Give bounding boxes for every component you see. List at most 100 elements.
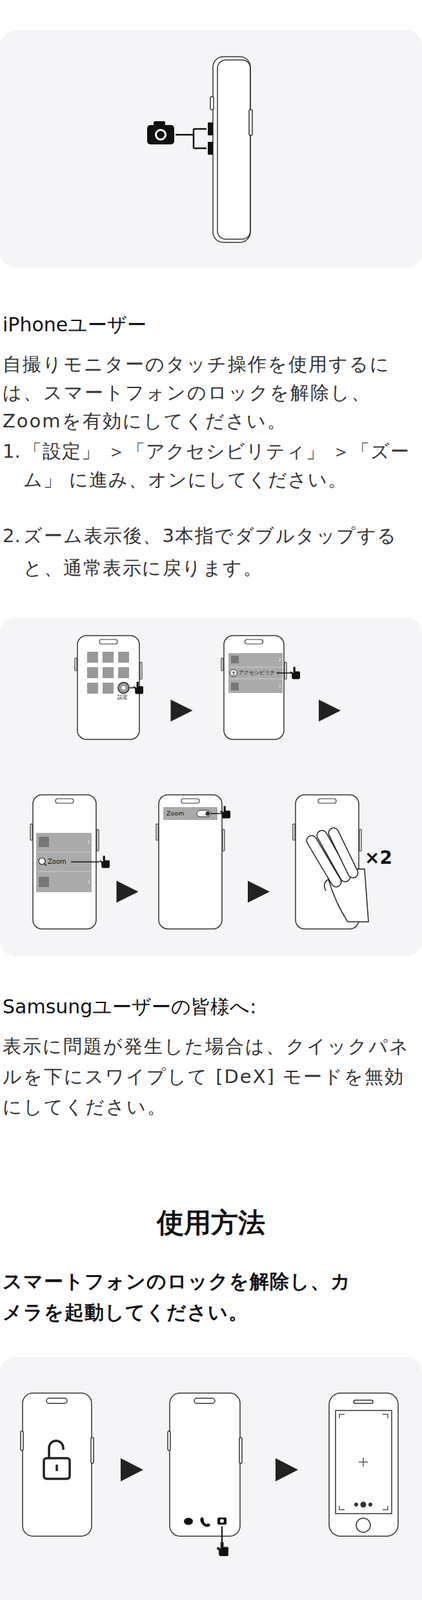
- phone-outline-part: [231, 683, 239, 692]
- step-arrow: [170, 700, 193, 723]
- camera-icon-part: [156, 130, 165, 139]
- unlock-phone-part: [90, 1438, 94, 1465]
- side-button-phone-part: [207, 141, 213, 155]
- phone-outline-part: [102, 667, 114, 679]
- dock-phone-part: [169, 1394, 241, 1538]
- side-button-phone-part: [212, 56, 251, 243]
- camera-phone-part: [358, 1458, 368, 1468]
- camera-phone-part: [339, 1415, 388, 1512]
- screen-label: Zoom: [166, 811, 184, 818]
- phone-outline: [76, 635, 141, 741]
- phone-outline-part: [30, 824, 33, 841]
- screen-label: ×2: [364, 849, 393, 870]
- phone-outline-part: [278, 658, 281, 663]
- phone-outline-part: [278, 685, 281, 690]
- phone-outline-part: [156, 824, 159, 841]
- phone-outline-part: [44, 864, 48, 868]
- phone-outline-part: [99, 856, 110, 869]
- zoom-menu-phone: Zoom: [32, 794, 97, 931]
- panels-part: [0, 1358, 422, 1600]
- phone-outline-part: [87, 652, 99, 664]
- dock-phone: [167, 1394, 242, 1558]
- step-arrow: [116, 881, 139, 904]
- phone-outline-part: [359, 830, 362, 853]
- panels: [0, 30, 422, 1600]
- phone-outline-part: [158, 795, 222, 930]
- unlock-phone-part: [20, 1432, 24, 1452]
- side-button-phone-part: [207, 122, 213, 136]
- zoom-toggle-phone: Zoom: [158, 794, 223, 931]
- unlock-phone: [20, 1394, 94, 1538]
- panels-part: [0, 30, 422, 268]
- phone-outline-part: [87, 683, 99, 695]
- phone-outline-part: [230, 670, 238, 678]
- phone-outline-part: [228, 667, 283, 680]
- phone-outline-part: [36, 833, 92, 894]
- screen-label: Zoom: [47, 858, 67, 866]
- step-arrow-part: [116, 881, 139, 904]
- phone-outline-part: [196, 811, 211, 818]
- camera-phone-part: [329, 1394, 399, 1538]
- phone-outline-part: [231, 656, 239, 664]
- page-heading: 使用方法: [0, 1205, 422, 1243]
- step-arrows: [120, 1459, 299, 1483]
- side-button-phone-part: [210, 96, 214, 110]
- phone-outline-part: [220, 806, 231, 819]
- phone-outline-part: [118, 652, 130, 664]
- phone-outline: [294, 794, 360, 931]
- phone-outline-part: [163, 807, 218, 821]
- phone-outline-part: [87, 840, 90, 845]
- list-item: ズーム表示後、3本指でダブルタップすると、通常表示に戻ります。: [23, 520, 419, 585]
- double-tap-phone: ×2: [294, 794, 360, 931]
- phone-outline-part: [211, 813, 222, 815]
- instruction-text: スマートフォンのロックを解除し、カメラを起動してください。: [2, 1267, 364, 1330]
- side-button-phone: [175, 56, 253, 243]
- camera-icon-part: [154, 129, 167, 141]
- phone-outline-part: [333, 833, 353, 874]
- phone-outline-part: [292, 824, 295, 841]
- phone-outline-part: [121, 686, 126, 691]
- phone-outline-part: [87, 880, 90, 885]
- phone-outline-part: [324, 880, 329, 892]
- phone-outline-part: [96, 830, 99, 853]
- phone-outline-part: [118, 683, 130, 695]
- panels-part: [0, 618, 422, 957]
- camera-icon-part: [147, 125, 175, 145]
- settings-phone: 設定: [76, 635, 141, 741]
- camera-phone-part: [360, 1503, 367, 1510]
- phone-outline-part: [77, 636, 140, 741]
- unlock-phone-part: [46, 1399, 68, 1405]
- step-arrow-part: [170, 700, 193, 723]
- phone-outline-part: [284, 662, 287, 680]
- section-heading: Samsungユーザーの皆様へ:: [2, 993, 416, 1023]
- phone-outline-part: [55, 799, 74, 804]
- unlock-phone-part: [49, 1442, 64, 1460]
- step-arrows-part: [275, 1459, 299, 1483]
- phone-outline-part: [140, 662, 142, 680]
- screen-label: アクセシビリティ: [238, 671, 281, 677]
- section-heading: iPhoneユーザー: [2, 311, 416, 340]
- phone-outline-part: [129, 687, 134, 690]
- camera-phone-part: [335, 1411, 392, 1516]
- list-number: 1.: [2, 437, 25, 466]
- unlock-phone-part: [55, 1466, 59, 1473]
- phone-outline-part: [74, 658, 77, 672]
- phone-outline-part: [318, 799, 337, 804]
- step-arrow: [318, 700, 341, 723]
- dock-phone-part: [221, 1527, 223, 1544]
- phone-outline-part: [289, 667, 301, 680]
- phone-outline-part: [222, 830, 225, 853]
- side-button-phone-part: [249, 109, 253, 136]
- step-arrow-part: [318, 700, 341, 723]
- phone-outline-part: [221, 658, 224, 672]
- list-number: 2.: [2, 520, 25, 553]
- screen-label: 設定: [117, 695, 128, 702]
- step-arrow-part: [247, 881, 270, 904]
- phone-outline-part: [102, 683, 114, 695]
- phone-outline-part: [99, 640, 118, 645]
- side-button-phone-part: [175, 129, 207, 149]
- camera-phone: [329, 1394, 399, 1538]
- phone-outline-part: [38, 877, 50, 888]
- phone-outline-part: [205, 812, 211, 817]
